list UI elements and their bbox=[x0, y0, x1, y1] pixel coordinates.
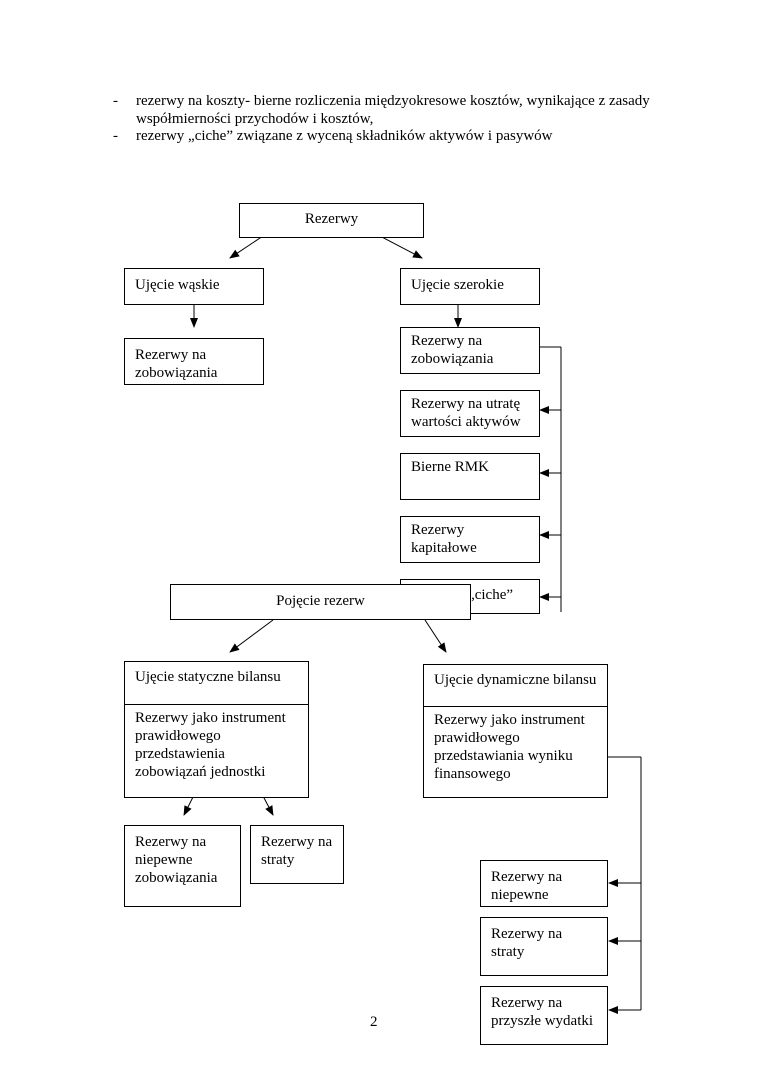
narrow-child-box: Rezerwy na zobowiązania bbox=[124, 338, 264, 385]
wide-approach-box: Ujęcie szerokie bbox=[400, 268, 540, 305]
dynamic-child-box: Rezerwy na straty bbox=[480, 917, 608, 976]
pojecie-rezerw-box: Pojęcie rezerw bbox=[170, 584, 471, 620]
wide-child-box: Rezerwy na zobowiązania bbox=[400, 327, 540, 374]
wide-child-box: Rezerwy na utratę wartości aktywów bbox=[400, 390, 540, 437]
box-label: Rezerwy na zobowiązania bbox=[411, 333, 494, 367]
box-label: Rezerwy jako instrument prawidłowego prz… bbox=[135, 710, 286, 780]
static-title: Ujęcie statyczne bilansu bbox=[125, 662, 308, 692]
arrow-connector bbox=[229, 619, 274, 653]
box-label: Rezerwy na straty bbox=[261, 834, 333, 868]
box-label: Ujęcie dynamiczne bilansu bbox=[434, 672, 597, 688]
box-label: Pojęcie rezerw bbox=[276, 593, 365, 609]
box-label: Ujęcie szerokie bbox=[411, 277, 504, 293]
box-label: Ujęcie statyczne bilansu bbox=[135, 669, 281, 685]
arrow-connector bbox=[377, 234, 423, 259]
box-label: Rezerwy jako instrument prawidłowego prz… bbox=[434, 712, 585, 782]
arrow-connector bbox=[183, 796, 194, 816]
arrow-connector bbox=[262, 795, 274, 816]
narrow-approach-box: Ujęcie wąskie bbox=[124, 268, 264, 305]
box-label: Ujęcie wąskie bbox=[135, 277, 220, 293]
static-approach-box: Ujęcie statyczne bilansu Rezerwy jako in… bbox=[124, 661, 309, 798]
arrow-connector bbox=[424, 619, 447, 653]
box-label: Bierne RMK bbox=[411, 459, 489, 475]
box-label: Rezerwy na niepewne zobowiązania bbox=[135, 834, 218, 886]
box-label: Rezerwy bbox=[304, 211, 359, 227]
box-label: Rezerwy na niepewne bbox=[491, 869, 563, 903]
dynamic-child-box: Rezerwy na niepewne bbox=[480, 860, 608, 907]
rezerwy-root-box: Rezerwy bbox=[239, 203, 424, 238]
dynamic-approach-box: Ujęcie dynamiczne bilansu Rezerwy jako i… bbox=[423, 664, 608, 798]
dynamic-title: Ujęcie dynamiczne bilansu bbox=[424, 665, 607, 707]
box-label: Rezerwy na przyszłe wydatki bbox=[491, 995, 594, 1029]
box-label: Rezerwy kapitałowe bbox=[411, 522, 477, 556]
static-child-box: Rezerwy na straty bbox=[250, 825, 344, 884]
bullet-text: rezerwy na koszty- bierne rozliczenia mi… bbox=[136, 93, 650, 127]
bullet-text: rezerwy „ciche” związane z wyceną składn… bbox=[136, 128, 553, 144]
wide-child-box: Rezerwy kapitałowe bbox=[400, 516, 540, 563]
box-label: Rezerwy na straty bbox=[491, 926, 563, 960]
page-number: 2 bbox=[370, 1014, 378, 1030]
static-child-box: Rezerwy na niepewne zobowiązania bbox=[124, 825, 241, 907]
bullet-marker: - bbox=[113, 93, 118, 109]
box-label: Rezerwy na zobowiązania bbox=[135, 347, 218, 381]
wide-child-box: Bierne RMK bbox=[400, 453, 540, 500]
bullet-item: - rezerwy na koszty- bierne rozliczenia … bbox=[113, 92, 683, 132]
bullet-item: - rezerwy „ciche” związane z wyceną skła… bbox=[113, 127, 683, 147]
dynamic-child-box: Rezerwy na przyszłe wydatki bbox=[480, 986, 608, 1045]
bullet-marker: - bbox=[113, 128, 118, 144]
box-label: Rezerwy na utratę wartości aktywów bbox=[411, 396, 521, 430]
arrow-connector bbox=[229, 235, 264, 259]
dynamic-description: Rezerwy jako instrument prawidłowego prz… bbox=[424, 706, 607, 787]
static-description: Rezerwy jako instrument prawidłowego prz… bbox=[125, 704, 308, 785]
